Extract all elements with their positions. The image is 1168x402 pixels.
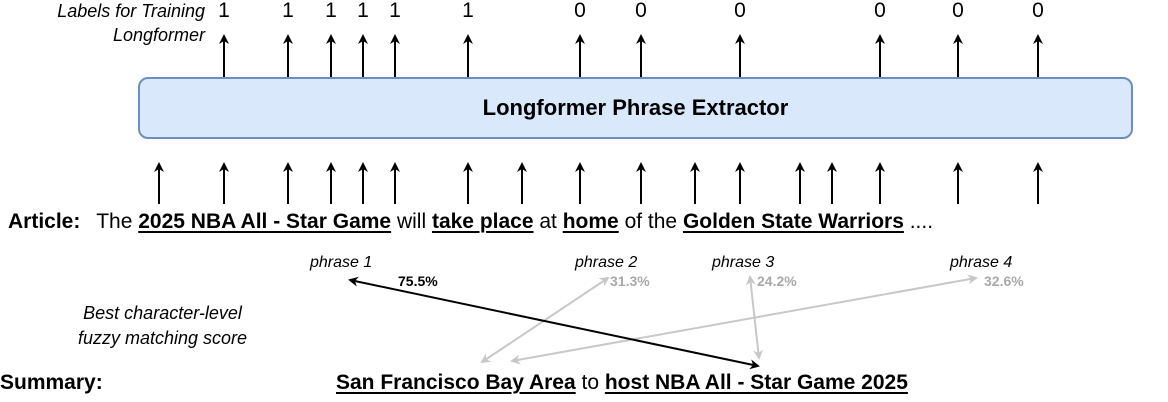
summary-text: San Francisco Bay Area to host NBA All -… [336, 371, 908, 395]
training-label: 0 [734, 0, 746, 22]
phrase-3-label: phrase 3 [712, 254, 775, 271]
note-line-2: fuzzy matching score [78, 328, 248, 348]
caption-line-2: Longformer [112, 25, 205, 45]
article-word: will [391, 210, 432, 233]
phrase-2-score: 31.3% [610, 273, 650, 289]
training-label: 0 [574, 0, 586, 22]
training-label: 1 [218, 0, 230, 22]
article-word: at [533, 210, 563, 233]
training-label: 1 [282, 0, 294, 22]
summary-word: to [575, 371, 605, 394]
input-arrows [154, 162, 1043, 204]
model-title: Longformer Phrase Extractor [482, 95, 789, 120]
summary-label: Summary: [0, 371, 103, 394]
caption-line-1: Labels for Training [57, 1, 205, 21]
training-labels-caption: Labels for Training Longformer [57, 0, 205, 47]
summary-phrase: host NBA All - Star Game 2025 [604, 371, 908, 394]
article-word: The [96, 210, 139, 233]
training-label: 0 [874, 0, 886, 22]
longformer-phrase-extractor-box: Longformer Phrase Extractor [138, 77, 1133, 139]
phrase-4-score: 32.6% [984, 273, 1024, 289]
match-line-phrase-4 [510, 274, 978, 365]
training-label: 1 [462, 0, 474, 22]
phrase-1-label: phrase 1 [310, 254, 373, 271]
phrase-3-score: 24.2% [757, 273, 797, 289]
article-text: The 2025 NBA All - Star Game will take p… [96, 210, 933, 233]
phrase-2-label: phrase 2 [575, 254, 638, 271]
phrase-4-label: phrase 4 [950, 254, 1013, 271]
match-line-phrase-1 [348, 276, 760, 370]
article-phrase: take place [431, 210, 534, 233]
fuzzy-score-note: Best character-level fuzzy matching scor… [78, 301, 247, 351]
article-row: Article: The 2025 NBA All - Star Game wi… [8, 210, 933, 234]
article-word: .... [903, 210, 934, 233]
article-phrase: Golden State Warriors [682, 210, 904, 233]
article-phrase: 2025 NBA All - Star Game [138, 210, 392, 233]
phrase-1-score: 75.5% [398, 273, 438, 289]
training-label: 0 [1032, 0, 1044, 22]
match-line-phrase-2 [480, 276, 610, 364]
output-arrows [219, 34, 1043, 77]
training-label: 0 [952, 0, 964, 22]
training-label: 0 [635, 0, 647, 22]
training-label: 1 [389, 0, 401, 22]
summary-phrase: San Francisco Bay Area [336, 371, 576, 394]
training-label: 1 [357, 0, 369, 22]
article-word: of the [618, 210, 683, 233]
note-line-1: Best character-level [83, 303, 242, 323]
training-label: 1 [325, 0, 337, 22]
article-label: Article: [8, 210, 81, 233]
article-phrase: home [562, 210, 619, 233]
